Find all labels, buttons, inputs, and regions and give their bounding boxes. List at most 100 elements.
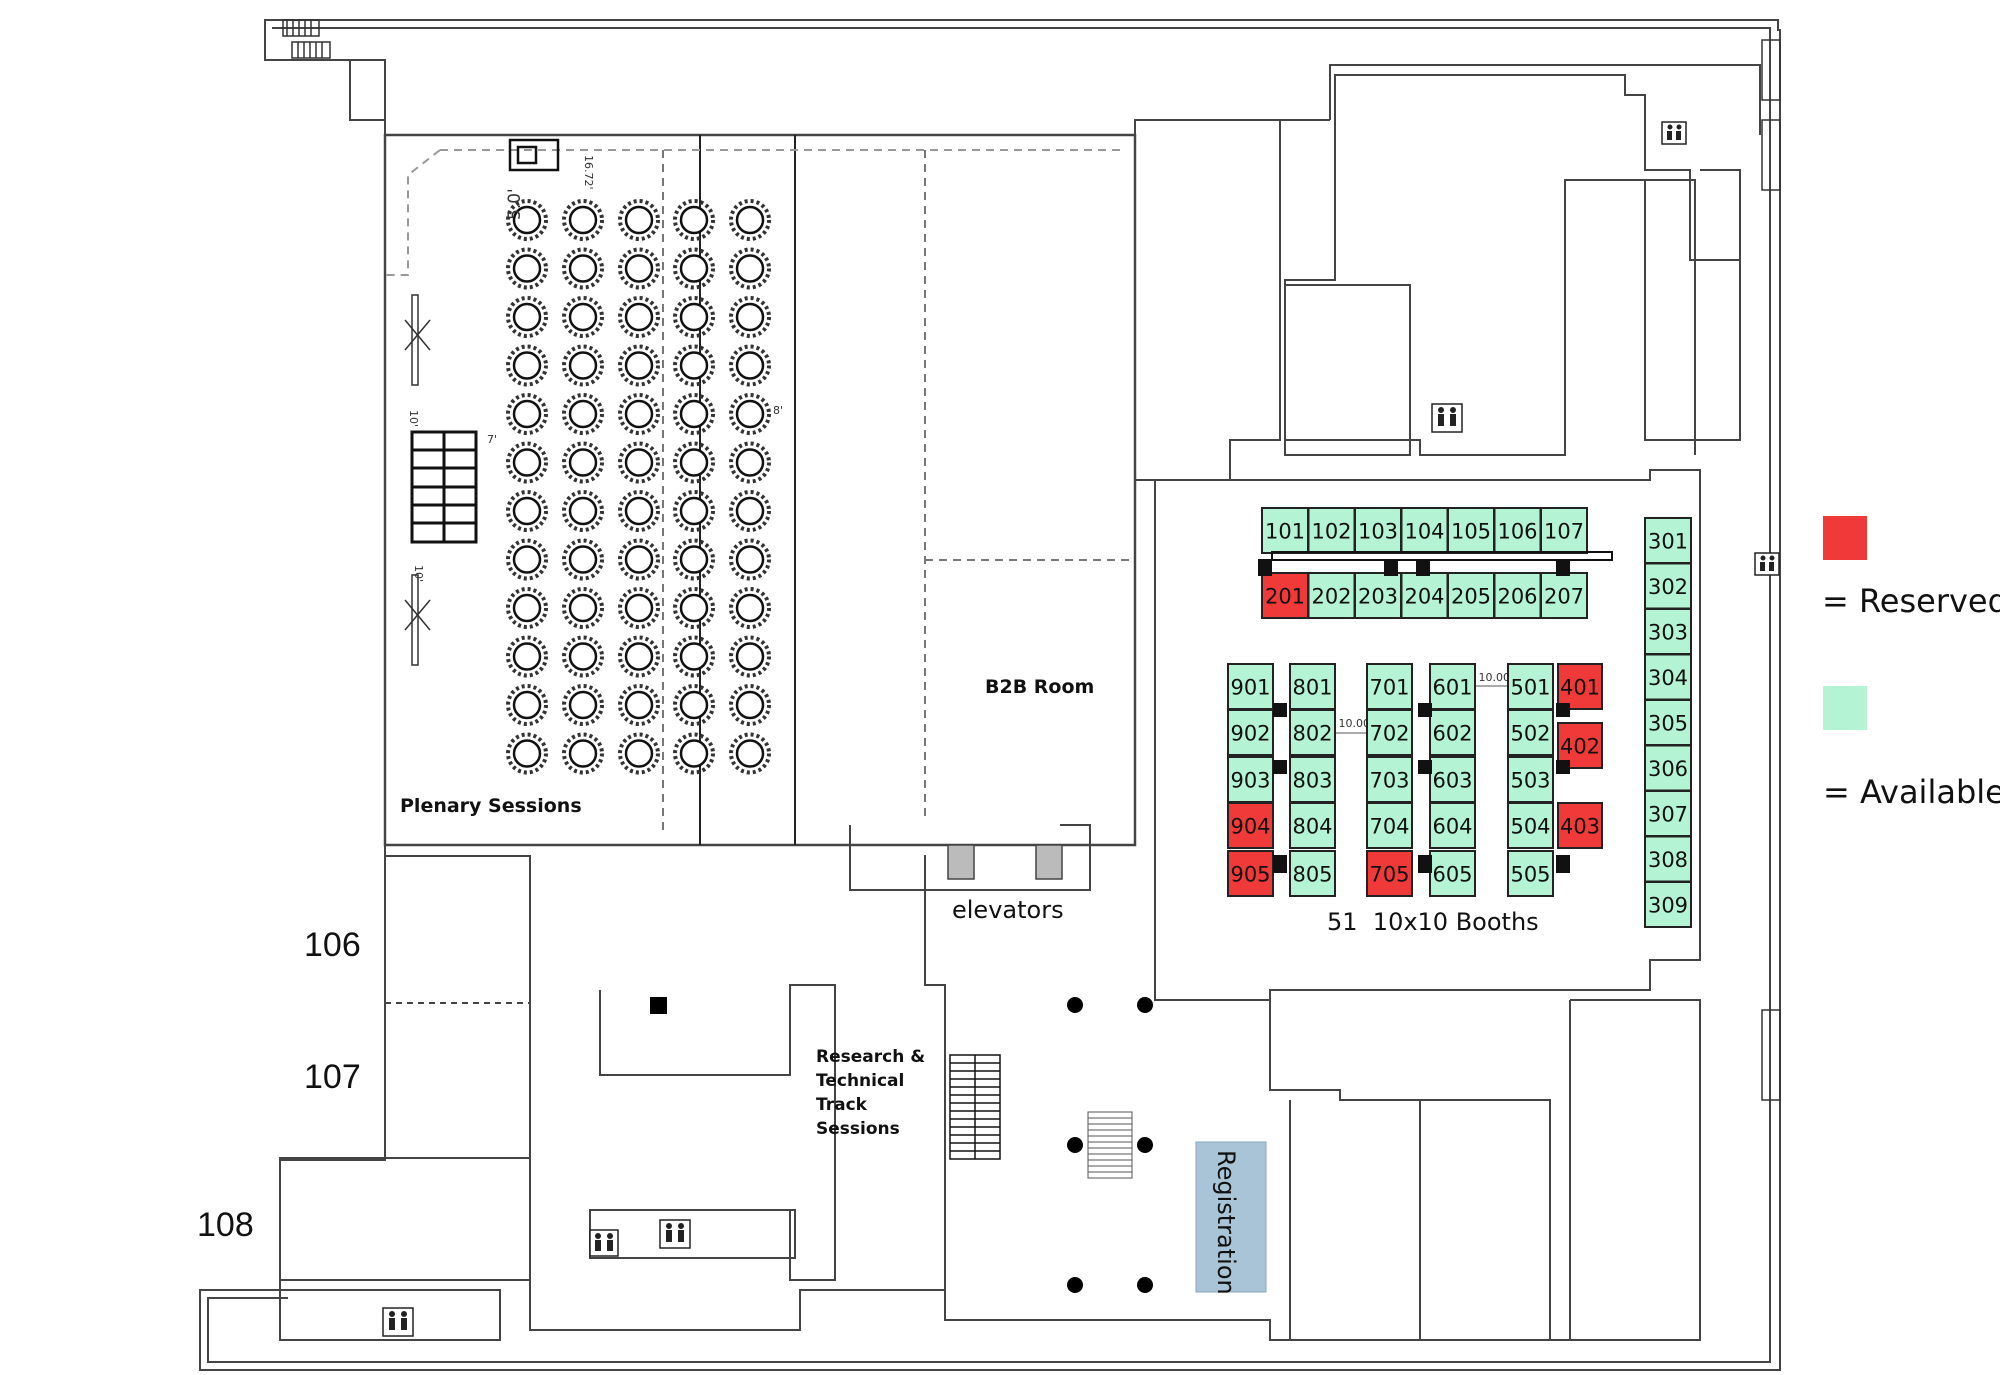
booth-305[interactable]: 305 bbox=[1644, 699, 1692, 746]
booth-307[interactable]: 307 bbox=[1644, 790, 1692, 837]
round-table bbox=[562, 344, 604, 387]
round-table bbox=[729, 344, 771, 387]
booth-801[interactable]: 801 bbox=[1289, 663, 1336, 710]
booth-label: 309 bbox=[1648, 894, 1688, 918]
booth-804[interactable]: 804 bbox=[1289, 802, 1336, 849]
legend: = Reserved = Available bbox=[1822, 516, 2000, 811]
round-table bbox=[673, 538, 715, 581]
round-table bbox=[673, 684, 715, 726]
booth-label: 106 bbox=[1497, 520, 1537, 544]
booth-802[interactable]: 802 bbox=[1289, 709, 1336, 756]
booth-204[interactable]: 204 bbox=[1400, 572, 1449, 619]
round-table bbox=[562, 538, 604, 581]
restroom-icon bbox=[382, 1307, 414, 1337]
booth-301[interactable]: 301 bbox=[1644, 517, 1692, 564]
round-table bbox=[562, 587, 604, 629]
booth-603[interactable]: 603 bbox=[1429, 756, 1476, 803]
booth-201[interactable]: 201 bbox=[1261, 572, 1309, 619]
booth-401[interactable]: 401 bbox=[1557, 663, 1603, 710]
round-table bbox=[673, 635, 715, 678]
booth-304[interactable]: 304 bbox=[1644, 653, 1692, 701]
round-table bbox=[618, 344, 660, 387]
booth-label: 101 bbox=[1265, 520, 1305, 544]
round-table bbox=[729, 732, 771, 775]
round-table bbox=[506, 296, 548, 338]
round-table bbox=[506, 538, 548, 581]
round-table bbox=[729, 247, 771, 290]
booth-label: 502 bbox=[1510, 722, 1550, 746]
booth-label: 903 bbox=[1230, 769, 1270, 793]
booth-106[interactable]: 106 bbox=[1493, 507, 1542, 554]
round-table bbox=[506, 490, 548, 532]
round-table bbox=[618, 393, 660, 435]
booth-904[interactable]: 904 bbox=[1227, 802, 1274, 849]
booth-302[interactable]: 302 bbox=[1644, 562, 1692, 610]
booth-label: 603 bbox=[1432, 769, 1472, 793]
booth-403[interactable]: 403 bbox=[1557, 802, 1603, 849]
booth-803[interactable]: 803 bbox=[1289, 756, 1336, 803]
booth-203[interactable]: 203 bbox=[1354, 572, 1402, 619]
booth-605[interactable]: 605 bbox=[1429, 850, 1476, 897]
room-label-plenary: Plenary Sessions bbox=[400, 795, 582, 817]
booth-502[interactable]: 502 bbox=[1507, 709, 1554, 756]
booth-903[interactable]: 903 bbox=[1227, 756, 1274, 803]
booth-102[interactable]: 102 bbox=[1307, 507, 1356, 554]
booth-503[interactable]: 503 bbox=[1507, 756, 1554, 803]
round-table bbox=[673, 344, 715, 387]
restroom-icon bbox=[589, 1229, 619, 1257]
booth-206[interactable]: 206 bbox=[1493, 572, 1542, 619]
booth-202[interactable]: 202 bbox=[1307, 572, 1356, 619]
booth-905[interactable]: 905 bbox=[1227, 850, 1274, 897]
booth-604[interactable]: 604 bbox=[1429, 802, 1476, 849]
round-table bbox=[729, 490, 771, 532]
booth-703[interactable]: 703 bbox=[1366, 756, 1413, 803]
booth-101[interactable]: 101 bbox=[1261, 507, 1309, 554]
round-table bbox=[673, 441, 715, 484]
booth-701[interactable]: 701 bbox=[1366, 663, 1413, 710]
booth-label: 202 bbox=[1311, 585, 1351, 609]
booth-label: 203 bbox=[1358, 585, 1398, 609]
booth-705[interactable]: 705 bbox=[1366, 850, 1413, 897]
booth-107[interactable]: 107 bbox=[1540, 507, 1588, 554]
booth-501[interactable]: 501 bbox=[1507, 663, 1554, 710]
side-room-106: 106 bbox=[304, 926, 361, 964]
booth-306[interactable]: 306 bbox=[1644, 744, 1692, 792]
booth-303[interactable]: 303 bbox=[1644, 608, 1692, 655]
booth-103[interactable]: 103 bbox=[1354, 507, 1402, 554]
booth-label: 304 bbox=[1648, 666, 1688, 690]
booth-205[interactable]: 205 bbox=[1447, 572, 1495, 619]
room-label-research: Research & bbox=[816, 1047, 925, 1067]
booth-504[interactable]: 504 bbox=[1507, 802, 1554, 849]
round-table bbox=[506, 393, 548, 435]
booth-308[interactable]: 308 bbox=[1644, 835, 1692, 883]
booth-309[interactable]: 309 bbox=[1644, 881, 1692, 928]
round-table bbox=[729, 538, 771, 581]
room-label-research: Technical bbox=[816, 1071, 904, 1091]
booth-207[interactable]: 207 bbox=[1540, 572, 1588, 619]
round-table bbox=[562, 635, 604, 678]
booth-105[interactable]: 105 bbox=[1447, 507, 1495, 554]
restroom-icon bbox=[1661, 121, 1687, 145]
booth-label: 604 bbox=[1432, 815, 1472, 839]
booth-label: 201 bbox=[1265, 585, 1305, 609]
round-table bbox=[506, 684, 548, 726]
round-table bbox=[562, 393, 604, 435]
booth-702[interactable]: 702 bbox=[1366, 709, 1413, 756]
side-room-108: 108 bbox=[197, 1206, 254, 1244]
booth-label: 401 bbox=[1560, 676, 1600, 700]
round-tables bbox=[506, 199, 771, 775]
booth-902[interactable]: 902 bbox=[1227, 709, 1274, 756]
booth-704[interactable]: 704 bbox=[1366, 802, 1413, 849]
booth-402[interactable]: 402 bbox=[1557, 722, 1603, 769]
booth-label: 107 bbox=[1544, 520, 1584, 544]
booth-901[interactable]: 901 bbox=[1227, 663, 1274, 710]
booth-505[interactable]: 505 bbox=[1507, 850, 1554, 897]
booth-805[interactable]: 805 bbox=[1289, 850, 1336, 897]
booth-602[interactable]: 602 bbox=[1429, 709, 1476, 756]
elevator-car bbox=[1035, 844, 1063, 880]
round-table bbox=[673, 199, 715, 241]
round-table bbox=[562, 247, 604, 290]
booth-601[interactable]: 601 bbox=[1429, 663, 1476, 710]
booth-104[interactable]: 104 bbox=[1400, 507, 1449, 554]
booth-label: 205 bbox=[1451, 585, 1491, 609]
